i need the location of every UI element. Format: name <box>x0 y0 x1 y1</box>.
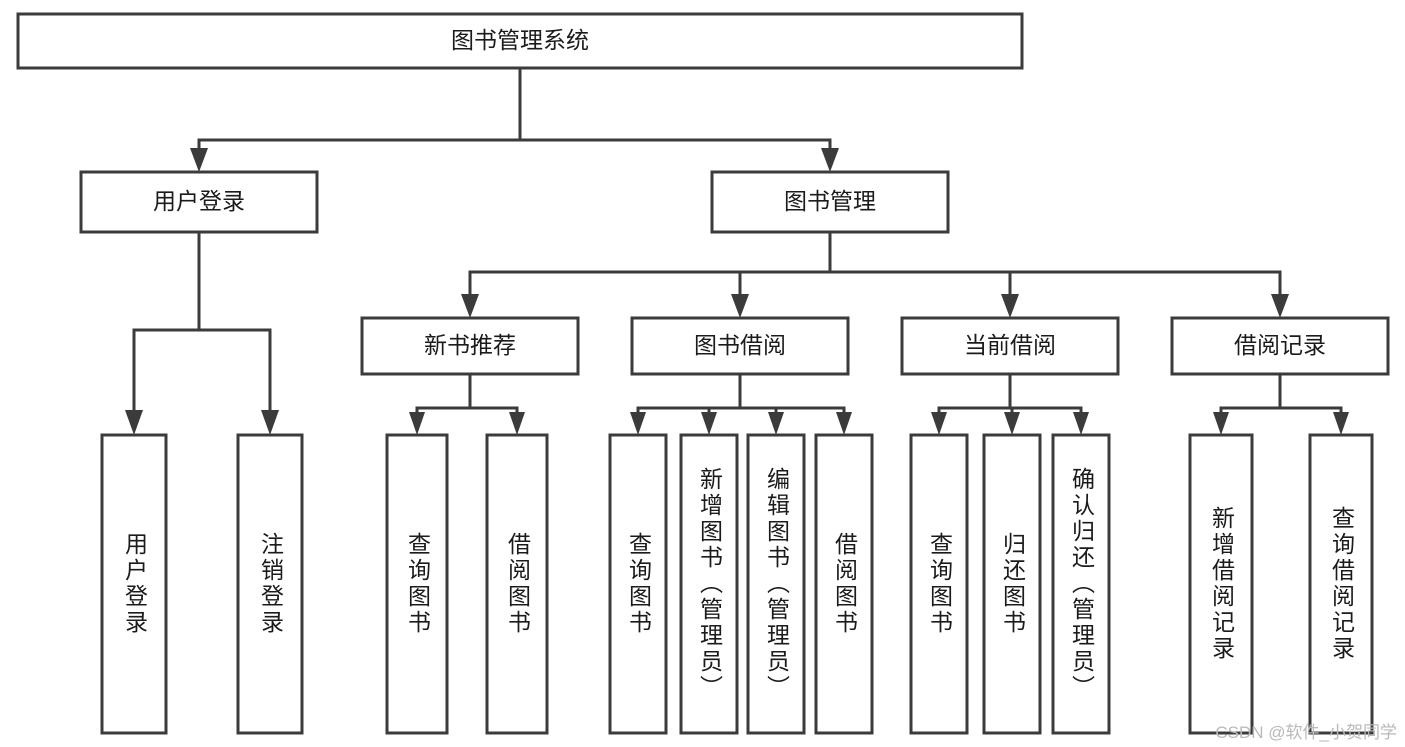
leaf-node-box[interactable] <box>909 433 969 735</box>
node-book-management-label: 图书管理 <box>784 188 876 214</box>
node-current-borrow[interactable]: 当前借阅 <box>900 316 1120 376</box>
leaf-node-box[interactable] <box>1051 433 1111 735</box>
arrow-head-book-borrow <box>731 294 749 318</box>
arrow-head-bb-add-book <box>701 412 717 435</box>
arrow-head-bb-query-book <box>630 412 646 435</box>
node-root-system-label: 图书管理系统 <box>451 27 589 53</box>
node-book-management[interactable]: 图书管理 <box>710 170 950 234</box>
arrow-head-book-mgmt <box>821 148 839 172</box>
arrow-head-nbr-borrow-book <box>509 412 525 435</box>
node-user-login[interactable]: 用户登录 <box>79 170 319 234</box>
node-root-system[interactable]: 图书管理系统 <box>16 12 1024 70</box>
arrow-head-cb-query-book <box>931 412 947 435</box>
connectors-current-borrow-to-leaves <box>931 372 1089 435</box>
leaf-node-box[interactable] <box>746 433 806 735</box>
node-book-borrow-label: 图书借阅 <box>694 332 786 358</box>
arrow-head-bb-edit-book <box>768 412 784 435</box>
node-book-management-box[interactable] <box>710 170 950 234</box>
node-book-borrow-box[interactable] <box>630 316 850 376</box>
node-root-system-box[interactable] <box>16 12 1024 70</box>
leaf-node-box[interactable] <box>485 433 549 735</box>
connectors-borrow-record-to-leaves <box>1213 372 1349 435</box>
arrow-head-bb-borrow-book <box>836 412 852 435</box>
connectors-book-mgmt-to-level3 <box>461 230 1289 318</box>
connectors-root-to-level2 <box>190 66 839 172</box>
arrow-head-cb-confirm-return <box>1073 412 1089 435</box>
leaf-node-box[interactable] <box>982 433 1042 735</box>
node-new-book-recommend-label: 新书推荐 <box>424 332 516 358</box>
arrow-head-leaf-user-login <box>125 410 143 435</box>
leaf-node-box[interactable] <box>608 433 668 735</box>
node-current-borrow-box[interactable] <box>900 316 1120 376</box>
arrow-head-br-add-record <box>1213 412 1229 435</box>
connectors-user-login-to-leaves <box>125 230 279 435</box>
arrow-head-current-borrow <box>1001 294 1019 318</box>
arrow-head-nbr-query-book <box>409 412 425 435</box>
connectors-new-book-rec-to-leaves <box>409 372 525 435</box>
leaf-node-box[interactable] <box>100 433 168 735</box>
leaf-boxes-group <box>100 433 1374 735</box>
leaf-node-box[interactable] <box>679 433 739 735</box>
node-current-borrow-label: 当前借阅 <box>964 332 1056 358</box>
node-book-borrow[interactable]: 图书借阅 <box>630 316 850 376</box>
arrow-head-cb-return-book <box>1004 412 1020 435</box>
connectors-book-borrow-to-leaves <box>630 372 852 435</box>
watermark-text: CSDN @软件_小贺同学 <box>1215 723 1397 742</box>
arrow-head-br-query-record <box>1333 412 1349 435</box>
node-borrow-record[interactable]: 借阅记录 <box>1170 316 1390 376</box>
leaf-node-box[interactable] <box>1308 433 1374 735</box>
arrow-head-leaf-logout <box>261 410 279 435</box>
arrow-head-new-book-rec <box>461 294 479 318</box>
node-user-login-label: 用户登录 <box>153 188 245 214</box>
arrow-head-borrow-record <box>1271 294 1289 318</box>
leaf-node-box[interactable] <box>814 433 874 735</box>
node-user-login-box[interactable] <box>79 170 319 234</box>
node-new-book-recommend[interactable]: 新书推荐 <box>360 316 580 376</box>
node-borrow-record-box[interactable] <box>1170 316 1390 376</box>
leaf-node-box[interactable] <box>385 433 449 735</box>
leaf-node-box[interactable] <box>1188 433 1254 735</box>
node-new-book-recommend-box[interactable] <box>360 316 580 376</box>
node-borrow-record-label: 借阅记录 <box>1234 332 1326 358</box>
arrow-head-user-login <box>190 148 208 172</box>
leaf-node-box[interactable] <box>236 433 304 735</box>
